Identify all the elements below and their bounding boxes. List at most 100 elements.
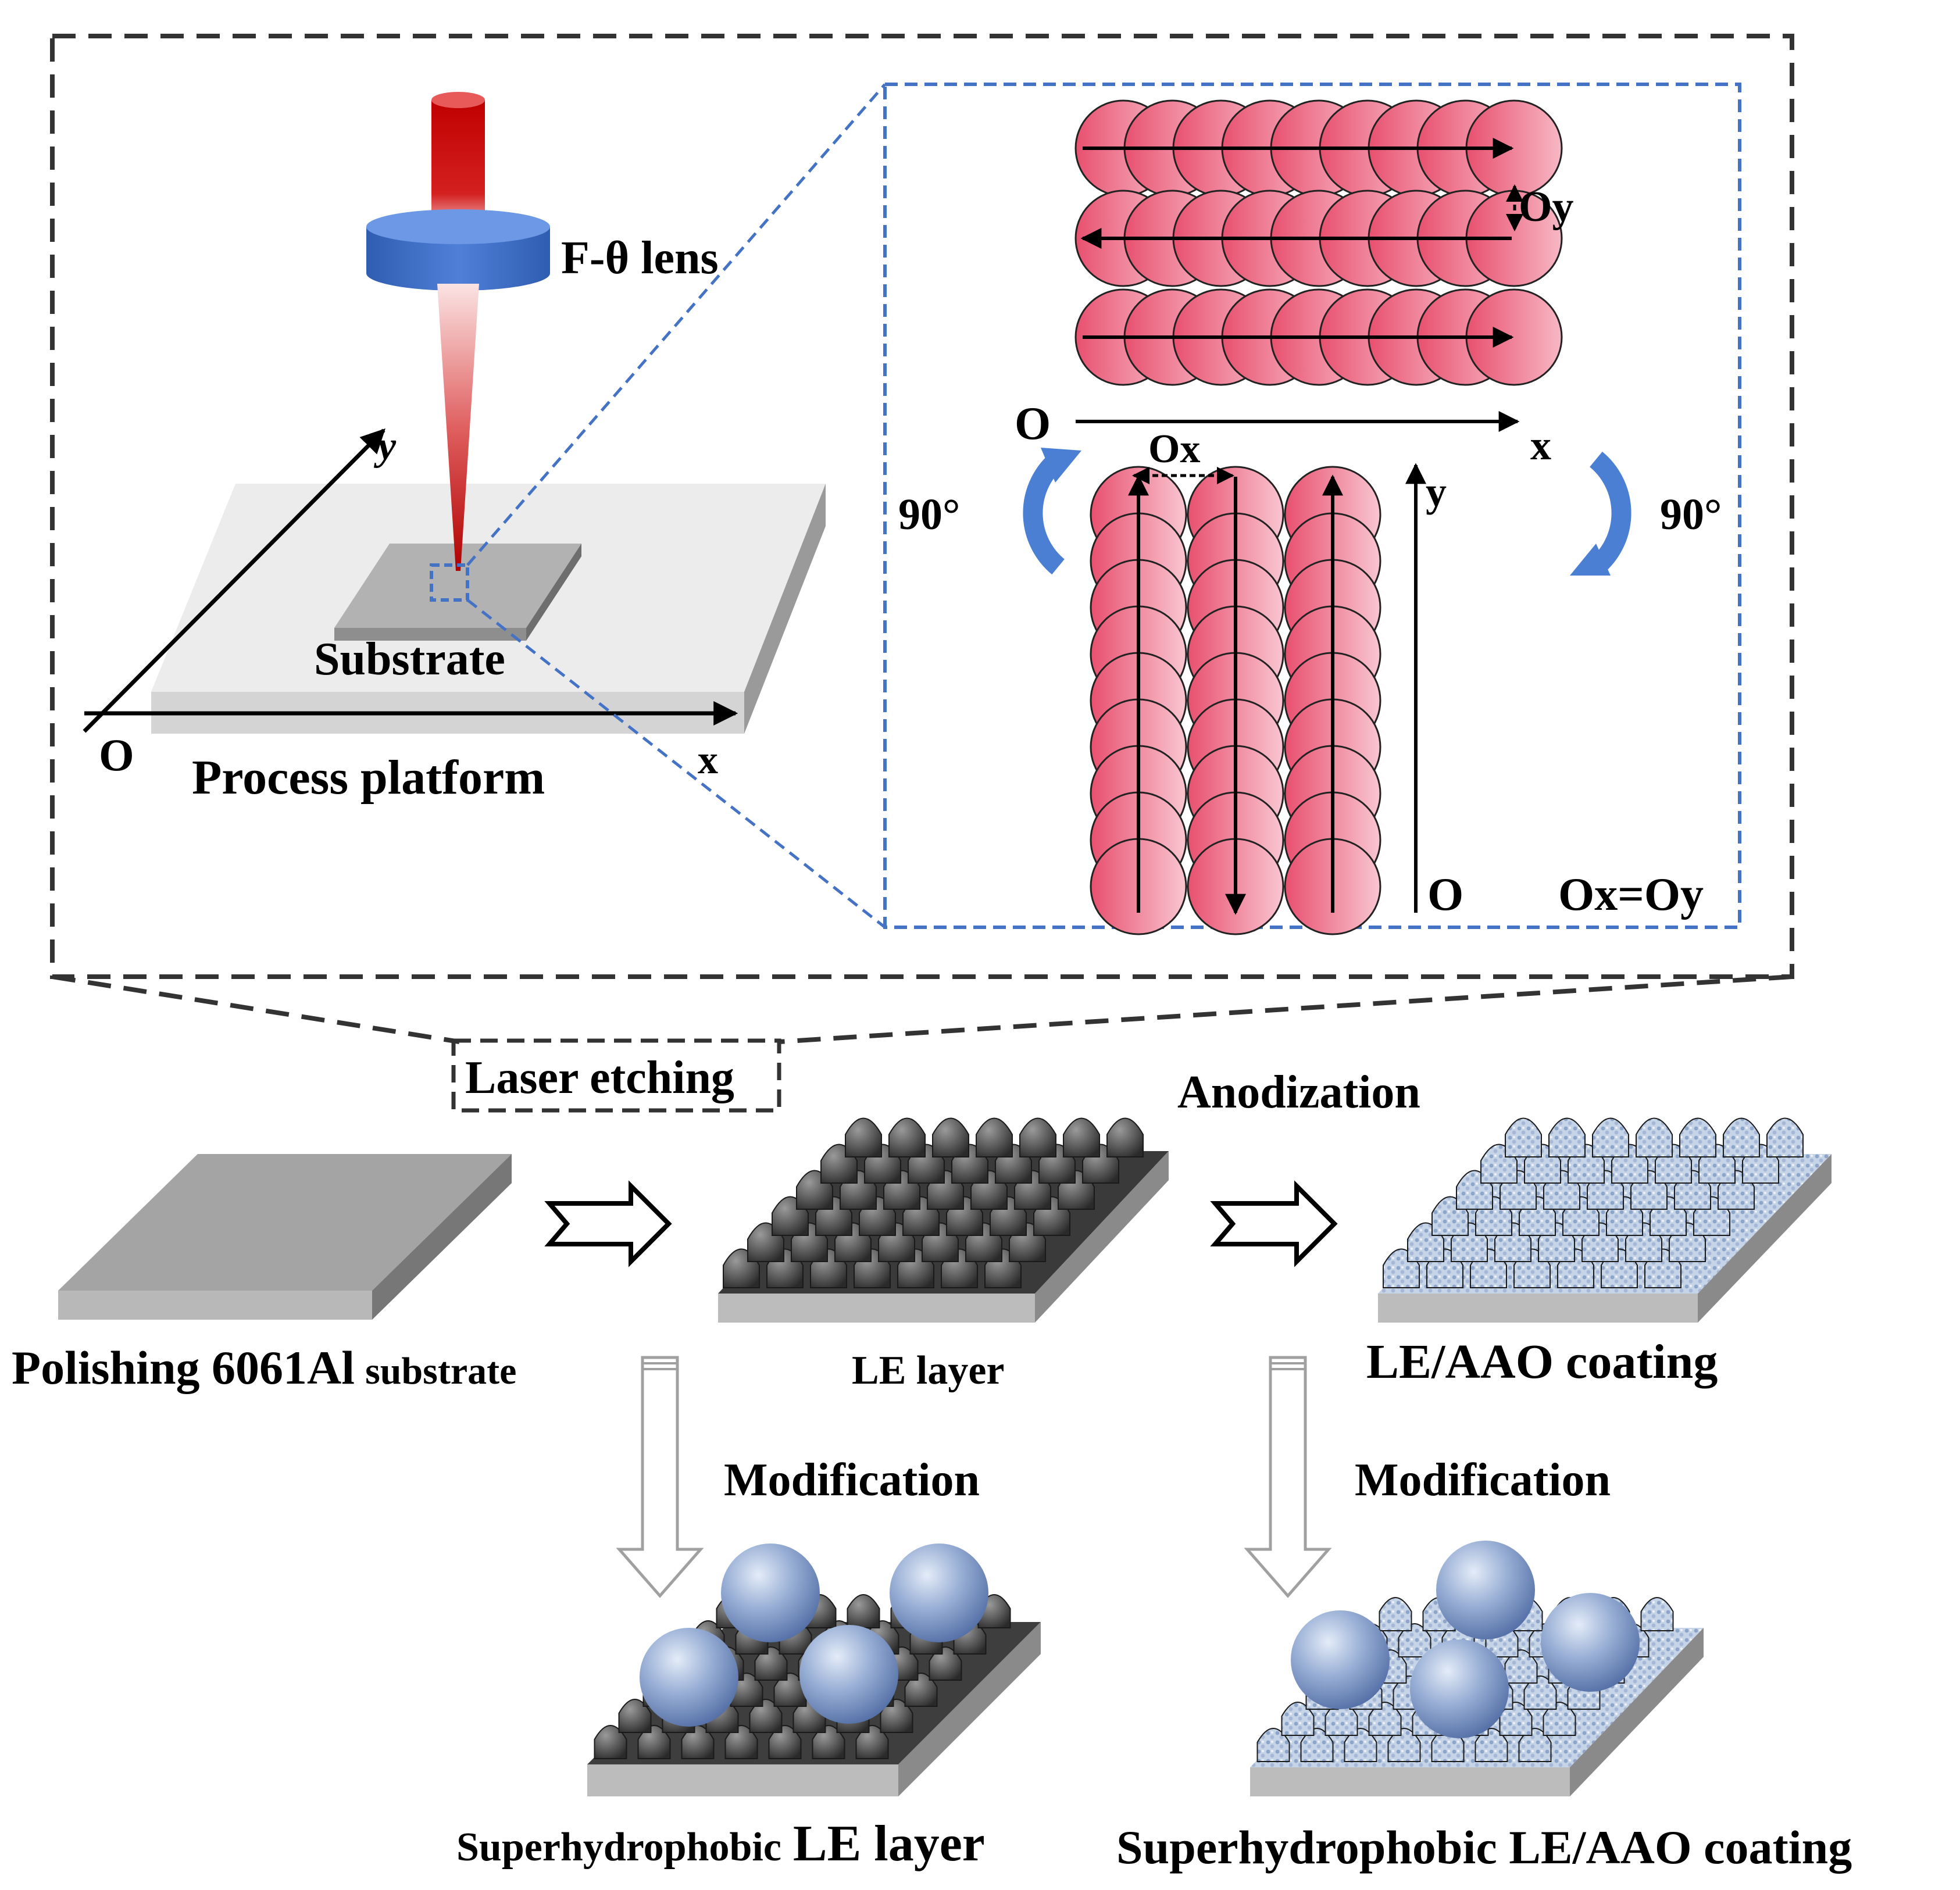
laser-etching-label: Laser etching [465,1052,734,1103]
ox-label: Ox [1148,427,1200,471]
micro-bump [1281,1702,1315,1736]
micro-bump [1106,1117,1144,1157]
laser-focus-cone [437,284,479,571]
panel-axis-y-label: y [1426,469,1447,515]
callout-line-left [52,974,460,1044]
le-aao-block [1378,1117,1832,1323]
micro-bump [1766,1117,1804,1157]
micro-bump [1475,1728,1508,1762]
lens-label: F-θ lens [561,233,719,284]
micro-bump [594,1725,627,1759]
micro-bump [845,1117,882,1157]
micro-bump [768,1725,802,1759]
le-layer-block [718,1117,1169,1323]
water-droplet-icon [1541,1593,1640,1692]
micro-bump [1723,1117,1760,1157]
micro-bump [855,1725,889,1759]
micro-bump [932,1117,969,1157]
panel-origin-bottom: O [1427,869,1463,920]
vertical-scan-columns [1090,466,1381,935]
outline-arrow-right-icon [1210,1180,1338,1267]
focus-zoom-box [430,563,469,602]
modification-label-left: Modification [724,1455,980,1506]
modification-label-right: Modification [1355,1455,1611,1506]
laser-etching-box [451,1038,781,1113]
water-droplet-icon [1436,1541,1535,1639]
micro-bump [1543,1702,1576,1736]
le-layer-label: LE layer [852,1348,1004,1393]
aao-porous-bumps [1383,1117,1804,1288]
anodization-label: Anodization [1177,1067,1420,1118]
water-droplet-icon [721,1544,820,1642]
lens-icon [366,209,550,291]
micro-bump [1368,1702,1402,1736]
zoom-line-top [466,83,886,566]
micro-bump [1523,1675,1557,1710]
laser-beam-icon [431,92,485,225]
horizontal-scan-rows [1074,99,1563,386]
axis-x-label: x [698,738,718,783]
panel-axis-x-label: x [1530,422,1551,469]
axis-y-label: y [374,424,397,469]
outline-arrow-right-icon [544,1180,672,1267]
outline-arrow-down-icon [616,1356,704,1598]
laser-setup-panel: y x O Substrate Process platform F-θ len… [50,34,1794,1044]
water-droplet-icon [799,1625,898,1724]
micro-bump [637,1725,671,1759]
origin-label: O [99,730,134,780]
outline-arrow-down-icon [1244,1356,1332,1598]
micro-bump [929,1646,962,1681]
micro-bump [847,1594,880,1628]
micro-bump [1398,1623,1431,1657]
micro-bump [754,1646,788,1681]
micro-bump [1636,1117,1673,1157]
micro-bump [749,1699,783,1733]
micro-bump [618,1699,652,1733]
micro-bump [1640,1597,1674,1631]
water-droplet-icon [640,1628,738,1727]
substrate-on-platform [334,544,581,641]
process-flow: Laser etching Anodization Polishing 6061… [12,1038,1852,1874]
micro-bump [724,1725,758,1759]
rotate-left-label: 90° [898,490,960,539]
micro-bump [976,1117,1013,1157]
superhydrophobic-le-block [587,1544,1041,1796]
water-droplet-icon [1291,1610,1390,1709]
le-aao-label: LE/AAO coating [1366,1335,1718,1389]
micro-bump [681,1725,715,1759]
polished-substrate [58,1154,512,1320]
micro-bump [1387,1728,1421,1762]
micro-bump [1379,1597,1412,1631]
micro-bump [1504,1649,1538,1684]
rotate-90-icon [1570,451,1631,576]
micro-bump [904,1673,938,1707]
le-microstructure-bumps [723,1117,1144,1288]
superhydrophobic-le-aao-label: Superhydrophobic LE/AAO coating [1116,1821,1852,1874]
callout-line-right [779,974,1793,1044]
micro-bump [888,1117,926,1157]
micro-bump [1505,1117,1542,1157]
superhydrophobic-le-aao-block [1250,1541,1704,1796]
panel-origin-top: O [1015,398,1051,449]
zoom-line-bottom [466,599,886,928]
scan-pattern-panel: Oy O x Ox y O Ox=Oy 90° 90° [883,83,1741,935]
water-droplet-icon [1410,1639,1509,1738]
water-droplet-icon [890,1544,988,1642]
substrate-label: Substrate [314,634,505,685]
micro-bump [1256,1728,1290,1762]
micro-bump [1063,1117,1100,1157]
micro-bump [1019,1117,1056,1157]
process-platform-label: Process platform [192,751,545,805]
rotate-90-icon [1023,448,1081,575]
micro-bump [1518,1728,1552,1762]
ox-eq-oy-label: Ox=Oy [1558,869,1704,920]
rotate-right-label: 90° [1660,490,1722,539]
oy-label: Oy [1519,183,1574,231]
micro-bump [812,1725,845,1759]
micro-bump [1679,1117,1716,1157]
micro-bump [1300,1728,1334,1762]
micro-bump [1344,1728,1377,1762]
